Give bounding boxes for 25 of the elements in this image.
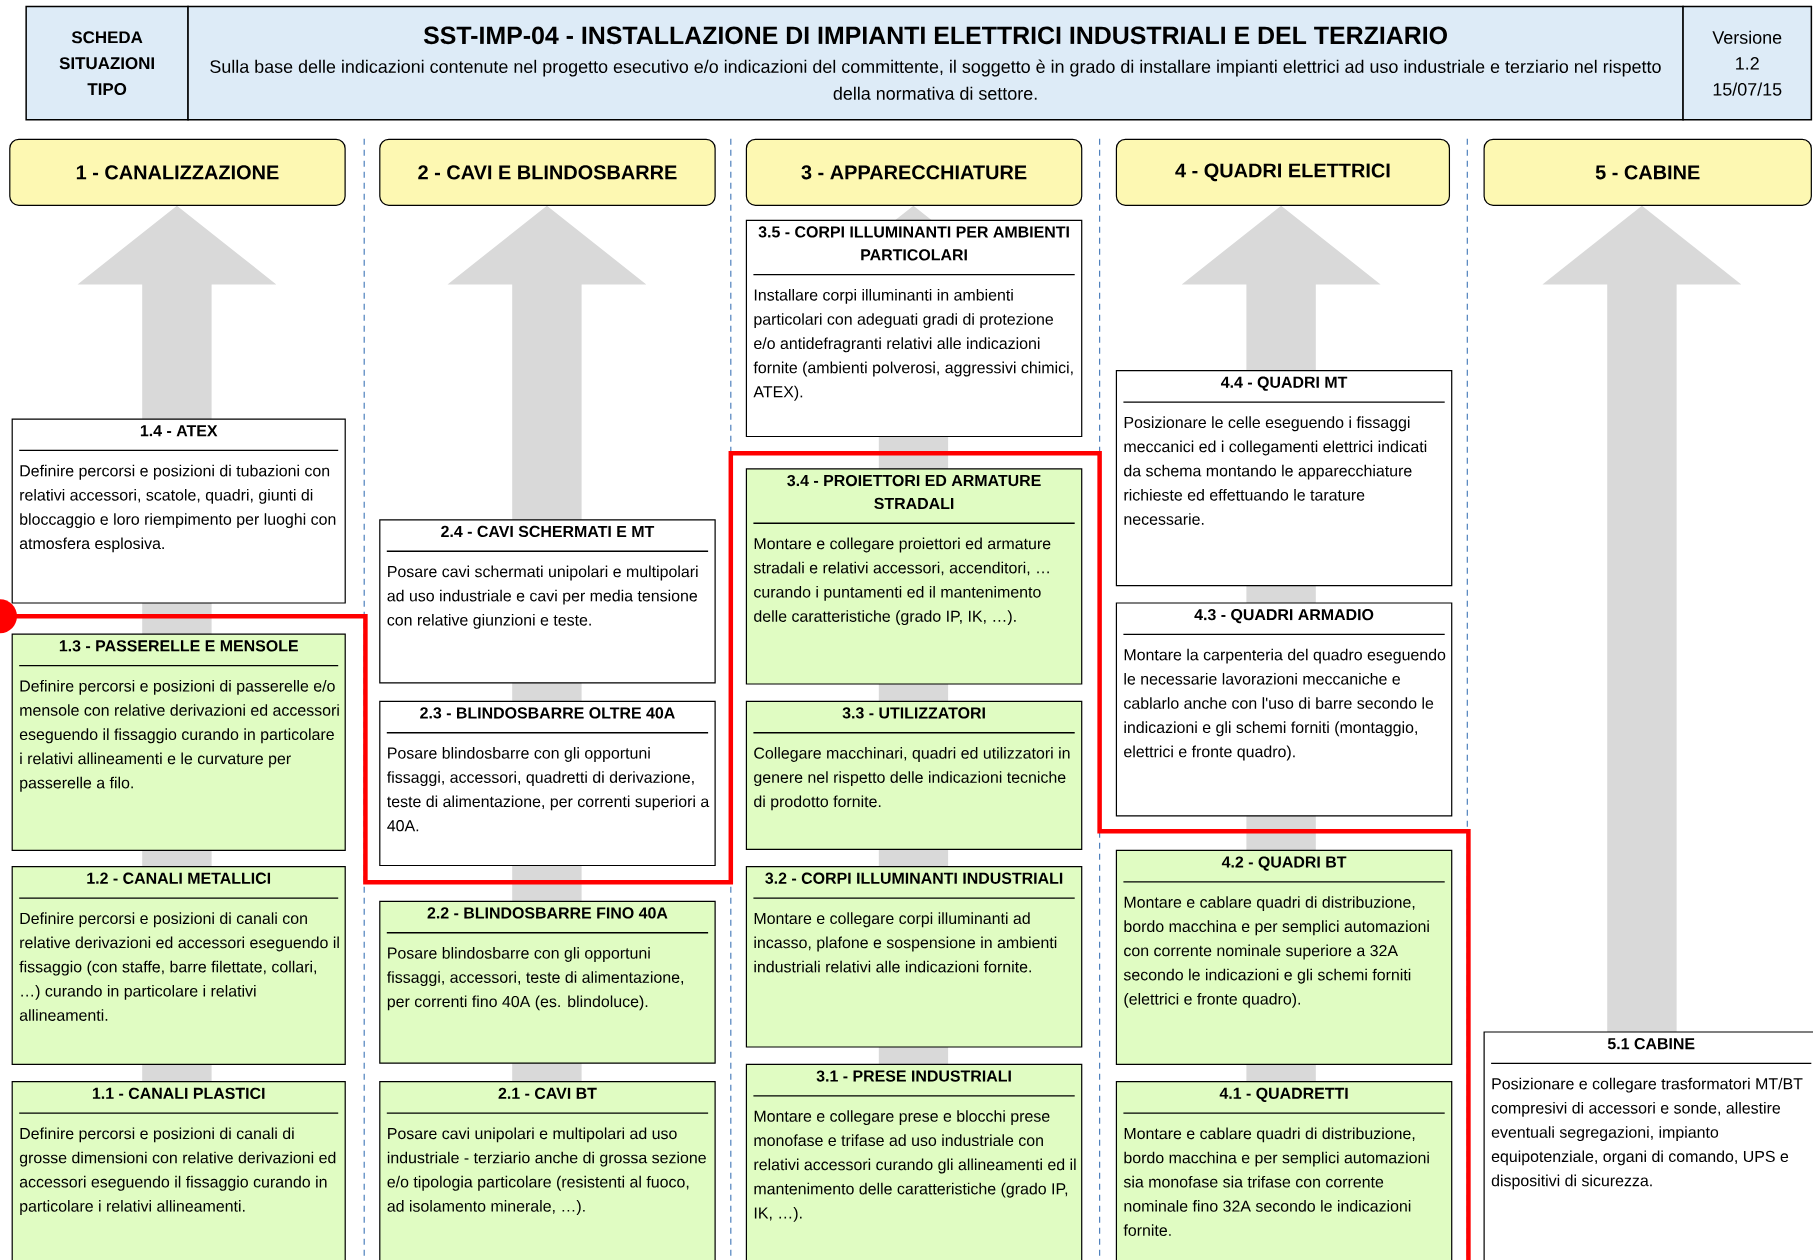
task-box: 2.4 - CAVI SCHERMATI E MT Posare cavi schermati unipolari e multipolari ad uso industriale e cavi per media tensione con relative giunzioni e teste. — [379, 519, 716, 684]
task-box: 3.5 - CORPI ILLUMINANTI PER AMBIENTI PARTICOLARI Installare corpi illuminanti in ambienti particolari con adeguati gradi di protezione e/o antidefragranti relativi alle indicazioni fornite (ambienti polverosi, aggressivi chimici, ATEX). — [745, 219, 1083, 438]
task-box: 4.2 - QUADRI BT Montare e cablare quadri di distribuzione, bordo macchina e per semplici automazioni con corrente nominale superiore a 32A secondo le indicazioni e gli schemi forniti (elettrici e fronte quadro). — [1115, 849, 1453, 1065]
task-box: 4.1 - QUADRETTI Montare e cablare quadri di distribuzione, bordo macchina e per semplici automazioni sia monofase sia trifase con corrente nominale fino 32A secondo le indicazioni fornite. — [1115, 1081, 1453, 1260]
task-box: 2.2 - BLINDOSBARRE FINO 40A Posare blindosbarre con gli opportuni fissaggi, accessori, teste di alimentazione, per correnti fino 40A (es. blindoluce). — [379, 900, 716, 1064]
column-header: 5 - CABINE — [1483, 138, 1812, 206]
column-header: 4 - QUADRI ELETTRICI — [1115, 138, 1450, 206]
task-box: 3.3 - UTILIZZATORI Collegare macchinari, quadri ed utilizzatori in genere nel rispetto delle indicazioni tecniche di prodotto fornite. — [745, 700, 1083, 850]
task-box: 1.3 - PASSERELLE E MENSOLE Definire percorsi e posizioni di passerelle e/o mensole con relative derivazioni ed accessori eseguendo il fissaggio curando in particolare i relativi allineamenti e le curvature per passerelle a filo. — [11, 633, 346, 851]
task-box: 1.2 - CANALI METALLICI Definire percorsi e posizioni di canali con relative derivazioni ed accessori eseguendo il fissaggio (con staffe, barre filettate, collari, …) curando in particolare i relativi allineamenti. — [11, 866, 346, 1065]
task-box: 3.4 - PROIETTORI ED ARMATURE STRADALI Montare e collegare proiettori ed armature stradali e relativi accessori, accenditori, … curando i puntamenti ed il mantenimento delle caratteristiche (grado IP, IK, …). — [745, 468, 1083, 685]
task-box: 1.1 - CANALI PLASTICI Definire percorsi e posizioni di canali di grosse dimensioni con relative derivazioni ed accessori eseguendo il fissaggio curando in particolare i relativi allineamenti. — [11, 1081, 346, 1260]
task-box: 1.4 - ATEX Definire percorsi e posizioni di tubazioni con relativi accessori, scatole, quadri, giunti di bloccaggio e loro riempimento per luoghi con atmosfera esplosiva. — [11, 418, 346, 604]
task-box: 2.1 - CAVI BT Posare cavi unipolari e multipolari ad uso industriale - terziario anche di grossa sezione e/o tipologia particolare (resistenti al fuoco, ad isolamento minerale, …). — [379, 1081, 716, 1260]
column-header: 2 - CAVI E BLINDOSBARRE — [379, 138, 716, 206]
task-box: 3.1 - PRESE INDUSTRIALI Montare e collegare prese e blocchi prese monofase e trifase ad uso industriale con relativi accessori curando gli allineamenti ed il mantenimento delle caratteristiche (grado IP, IK, …). — [745, 1063, 1083, 1260]
header-cell: Versione 1.2 15/07/15 — [1682, 5, 1813, 121]
task-box: 4.3 - QUADRI ARMADIO Montare la carpenteria del quadro eseguendo le necessarie lavorazioni meccaniche e cablarlo anche con l'uso di barre secondo le indicazioni e gli schemi forniti (montaggio, elettrici e fronte quadro). — [1115, 602, 1453, 817]
column-header: 3 - APPARECCHIATURE — [745, 138, 1083, 206]
column-header: 1 - CANALIZZAZIONE — [9, 138, 346, 206]
task-box: 4.4 - QUADRI MT Posizionare le celle eseguendo i fissaggi meccanici ed i collegamenti elettrici indicati da schema montando le apparecchiature richieste ed effettuando le tarature necessarie. — [1115, 370, 1453, 587]
task-box: 5.1 CABINE Posizionare e collegare trasformatori MT/BT compresivi di accessori e sonde, allestire eventuali segregazioni, impianto equipotenziale, organi di comando, UPS e dispositivi di sicurezza. — [1483, 1031, 1813, 1260]
task-box: 2.3 - BLINDOSBARRE OLTRE 40A Posare blindosbarre con gli opportuni fissaggi, accessori, quadretti di derivazione, teste di alimentazione, per correnti superiori a 40A. — [379, 700, 716, 867]
task-box: 3.2 - CORPI ILLUMINANTI INDUSTRIALI Montare e collegare corpi illuminanti ad incasso, plafone e sospensione in ambienti industriali relativi alle indicazioni fornite. — [745, 866, 1083, 1048]
header-cell: SCHEDA SITUAZIONI TIPO — [25, 5, 189, 121]
